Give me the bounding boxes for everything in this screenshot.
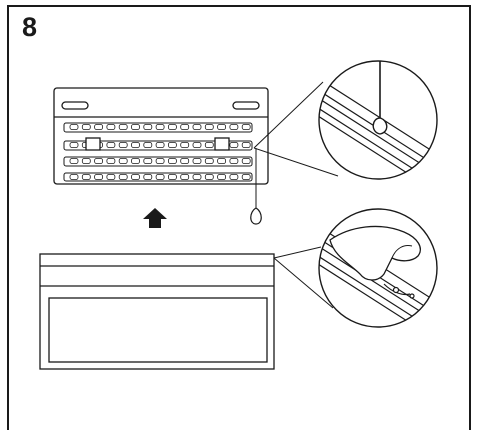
slat-tooth [69,174,79,180]
slat-tooth [118,174,128,180]
slat-tooth [204,174,214,180]
slat-tooth [180,158,190,164]
slat-tooth [143,124,153,130]
slat-tooth [143,142,153,148]
slat-tooth [106,124,116,130]
slat-tooth [143,174,153,180]
slat-tooth [192,158,202,164]
slat-tooth [241,158,251,164]
slat-tooth [167,124,177,130]
slat-tooth [155,174,165,180]
bracket-right [214,137,230,151]
bracket-left [85,137,101,151]
slat-tooth [106,142,116,148]
slat-tooth [229,174,239,180]
slat-tooth [192,174,202,180]
valance-box [39,253,275,370]
mount-slot-left [61,101,89,110]
pull-cord-icon [250,207,262,225]
slat-tooth [118,142,128,148]
slat-tooth [94,124,103,130]
slat-tooth [118,158,128,164]
slat-tooth [94,174,103,180]
slat-teeth [69,124,251,180]
slat-tooth [229,142,239,148]
step-frame [7,5,471,430]
slat-tooth [131,142,140,148]
slat-tooth [229,124,239,130]
slat-tooth [81,158,91,164]
slat-tooth [180,124,190,130]
detail-zoom-bottom [318,208,438,328]
slat-tooth [217,174,227,180]
slat-tooth [155,142,165,148]
leader-lines [253,81,339,309]
slat-tooth [204,142,214,148]
slat-tooth [229,158,239,164]
slat-tooth [69,158,79,164]
slat-tooth [106,174,116,180]
slat-tooth [167,158,177,164]
slat-tooth [155,124,165,130]
detail-zoom-top [318,60,438,180]
slat-tooth [241,174,251,180]
headrail-unit [53,87,269,225]
slat-tooth [204,158,214,164]
slat-tooth [81,124,91,130]
slat-tooth [118,124,128,130]
slat-tooth [143,158,153,164]
slat-tooth [106,158,116,164]
step-number: 8 [22,12,38,42]
slat-tooth [241,142,251,148]
slat-tooth [192,124,202,130]
slat-tooth [217,124,227,130]
slat-tooth [192,142,202,148]
slat-tooth [155,158,165,164]
slat-tooth [81,174,91,180]
slat-tooth [217,158,227,164]
slat-tooth [167,174,177,180]
slat-tooth [69,142,79,148]
slat-tooth [69,124,79,130]
slat-tooth [167,142,177,148]
up-arrow-icon [143,208,167,228]
slat-tooth [241,124,251,130]
slat-tooth [204,124,214,130]
slat-tooth [131,124,140,130]
slat-tooth [180,174,190,180]
slat-tooth [180,142,190,148]
mount-slot-right [232,101,260,110]
slat-tooth [94,158,103,164]
slat-tooth [131,174,140,180]
slat-tooth [131,158,140,164]
